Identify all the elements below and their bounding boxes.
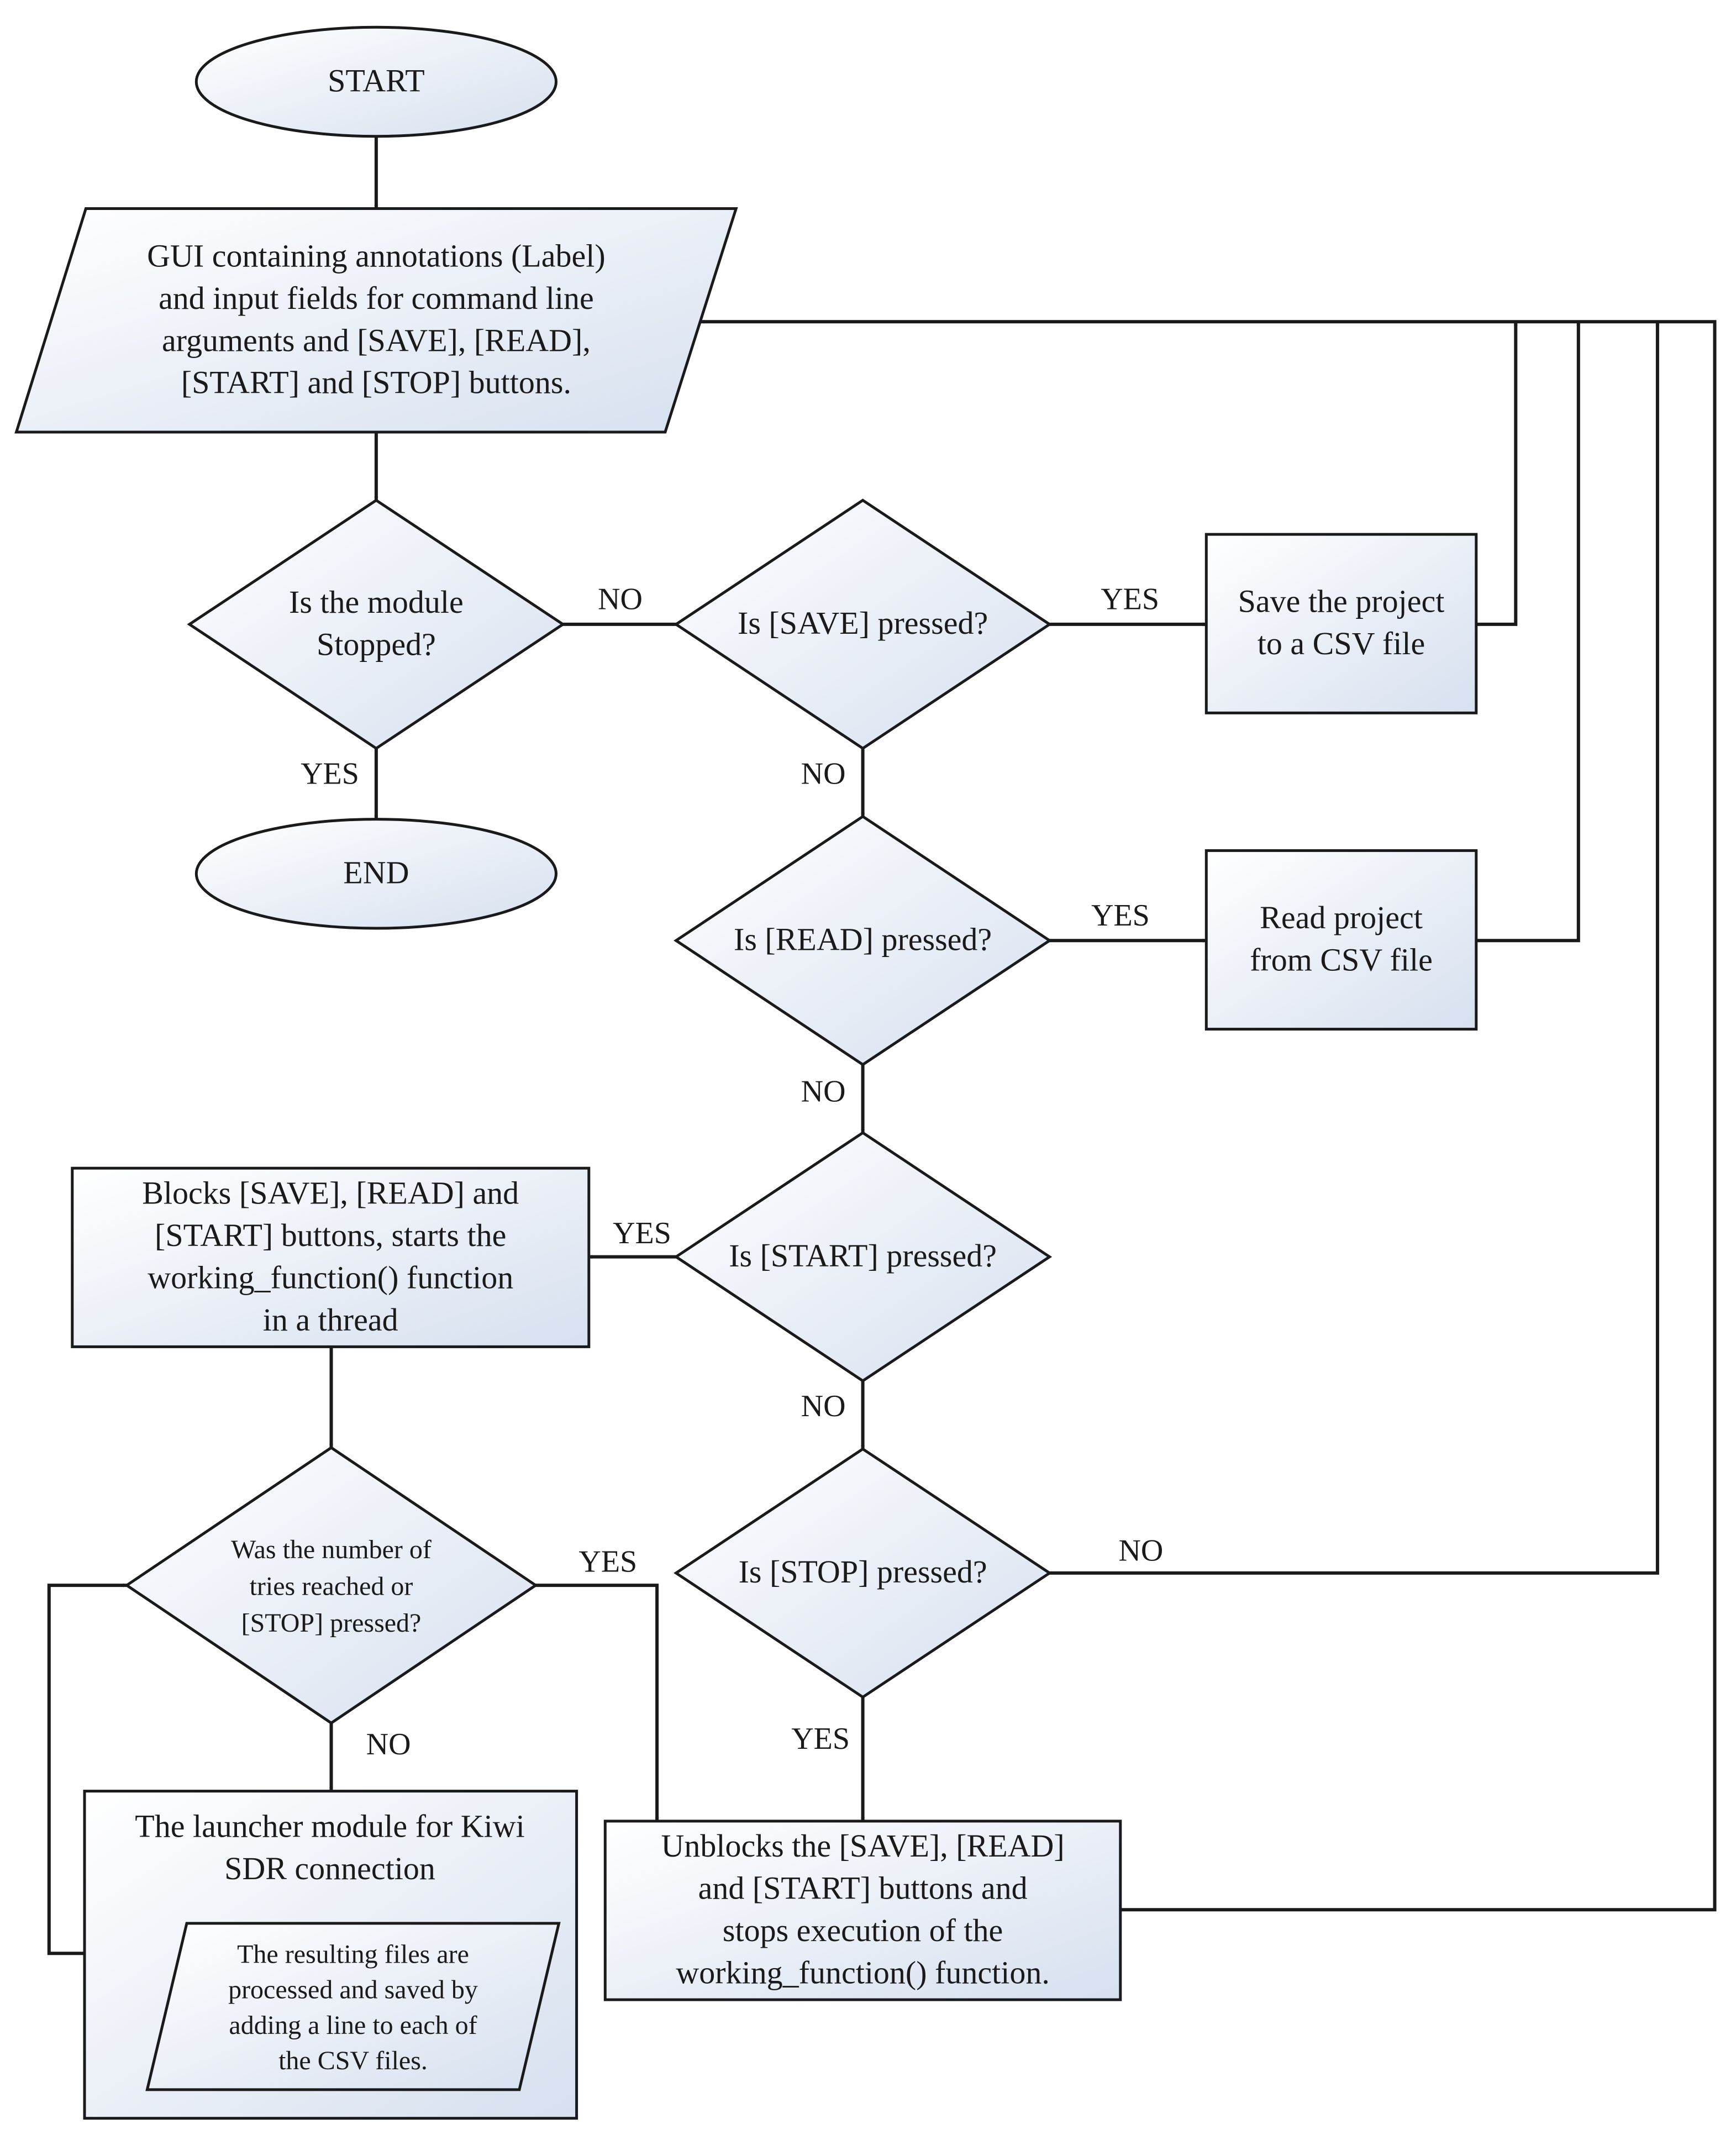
stop-q-decision [674,1447,1053,1699]
text-line: The launcher module for Kiwi [135,1808,524,1844]
text-line: to a CSV file [1258,625,1425,661]
text-line: [STOP] pressed? [241,1608,422,1638]
text-line: Read project [1260,900,1423,935]
end-terminator [194,818,558,930]
gui-text: GUI containing annotations (Label) and in… [147,238,605,400]
read-box-process [1204,849,1478,1031]
text-line: Is [START] pressed? [729,1238,997,1274]
text-line: Is [SAVE] pressed? [738,605,988,641]
text-line: Blocks [SAVE], [READ] and [142,1175,519,1211]
tries-q-text: Was the number of tries reached or [STOP] … [231,1535,432,1638]
read-box-loop-arrow [1476,321,1581,943]
text-line: Unblocks the [SAVE], [READ] [661,1828,1064,1864]
read-q-decision [674,814,1053,1066]
launcher-loop-to-tries-arrow [47,1583,128,1955]
edge-label-stop-no: NO [1118,1534,1163,1568]
shapes: START GUI containing annotations (Label) a… [14,25,1478,2120]
text-line: Is [READ] pressed? [734,922,992,958]
gui-io [14,207,738,434]
blocks-box-text: Blocks [SAVE], [READ] and [START] buttons… [142,1175,519,1337]
stop-no-loop-arrow [1049,321,1660,1575]
edge-label-tries-yes: YES [578,1545,637,1579]
text-line: Save the project [1238,583,1445,619]
text-line: [START] buttons, starts the [155,1217,506,1253]
text-line: adding a line to each of [229,2011,477,2040]
text-line: and [START] buttons and [698,1870,1028,1906]
unblocks-box-text: Unblocks the [SAVE], [READ] and [START] b… [661,1828,1064,1990]
start-q-decision [674,1131,1053,1383]
text-line: arguments and [SAVE], [READ], [162,322,591,358]
text-line: The resulting files are [237,1940,469,1969]
edge-label-stopped-no: NO [598,582,643,617]
edge-label-save-yes: YES [1101,582,1159,617]
text-line: stops execution of the [723,1912,1003,1948]
text-line: in a thread [263,1302,398,1338]
files-para-text: The resulting files are processed and sav… [228,1940,478,2075]
tries-q-decision [124,1445,538,1725]
save-q-text: Is [SAVE] pressed? [738,605,988,641]
text-line: GUI containing annotations (Label) [147,238,605,274]
read-q-text: Is [READ] pressed? [734,922,992,958]
text-line: SDR connection [224,1850,435,1886]
edge-labels: NO YES YES NO YES NO YES NO YES NO NO YES [301,582,1163,1762]
save-box-text: Save the project to a CSV file [1238,583,1445,662]
tries-yes-to-unblocks-arrow [535,1584,659,1822]
text-line: the CSV files. [278,2046,428,2075]
blocks-box-process [71,1166,591,1348]
edge-label-start-no: NO [801,1389,846,1423]
files-para-io [145,1922,561,2091]
read-box-text: Read project from CSV file [1250,900,1433,978]
connectors [47,136,1717,1955]
edge-label-stopped-yes: YES [301,757,359,791]
edge-label-stop-yes: YES [791,1722,850,1756]
unblocks-box-process [603,1820,1122,2001]
text-line: Was the number of [231,1535,432,1564]
edge-label-start-yes: YES [613,1216,671,1250]
text-line: Stopped? [317,626,436,662]
edge-label-read-yes: YES [1091,898,1150,933]
text-line: START [328,62,425,98]
end-text: END [343,855,409,891]
text-line: from CSV file [1250,942,1433,978]
edge-label-read-no: NO [801,1074,846,1108]
text-line: Is the module [289,584,464,620]
start-q-text: Is [START] pressed? [729,1238,997,1274]
text-line: END [343,855,409,891]
start-terminator [194,25,558,138]
stop-q-text: Is [STOP] pressed? [739,1554,987,1590]
edge-label-save-no: NO [801,757,846,791]
text-line: processed and saved by [228,1975,478,2005]
text-line: working_function() function. [676,1955,1050,1991]
edge-label-tries-no: NO [366,1727,411,1762]
text-line: working_function() function [148,1259,513,1295]
save-box-process [1204,533,1478,714]
text-line: and input fields for command line [159,280,594,316]
stopped-q-decision [187,498,566,750]
text-line: tries reached or [250,1571,413,1601]
start-text: START [328,62,425,98]
unblocks-loop-to-gui-arrow [700,319,1717,1912]
save-box-loop-arrow [1476,321,1518,626]
text-line: Is [STOP] pressed? [739,1554,987,1590]
save-q-decision [674,498,1053,750]
text-line: [START] and [STOP] buttons. [181,365,571,401]
